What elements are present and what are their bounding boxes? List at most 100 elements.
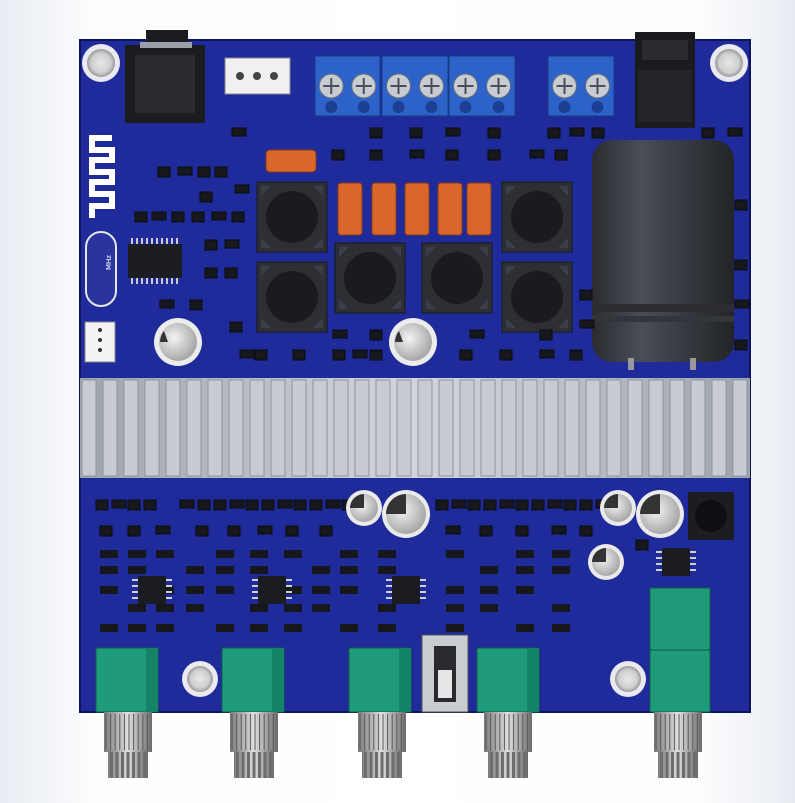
smd-part bbox=[127, 499, 141, 511]
smd-part bbox=[469, 329, 485, 339]
jst-connector bbox=[224, 57, 291, 95]
smd-part bbox=[487, 149, 501, 161]
smd-part bbox=[285, 525, 299, 537]
smd-resistor bbox=[216, 566, 234, 574]
smd-resistor bbox=[552, 604, 570, 612]
heatsink-fin bbox=[648, 379, 664, 477]
smd-part bbox=[445, 525, 461, 535]
smd-part bbox=[579, 525, 593, 537]
knob-shaft bbox=[654, 712, 702, 752]
film-capacitor bbox=[337, 182, 363, 236]
heatsink-fin bbox=[480, 379, 496, 477]
heatsink-fin bbox=[165, 379, 181, 477]
smd-resistor bbox=[250, 624, 268, 632]
smd-part bbox=[231, 211, 245, 223]
smd-part bbox=[369, 329, 383, 341]
heatsink-fin bbox=[291, 379, 307, 477]
smd-part bbox=[151, 211, 167, 221]
smd-part bbox=[177, 166, 193, 176]
smd-resistor bbox=[552, 550, 570, 558]
smd-part bbox=[579, 319, 595, 329]
smd-part bbox=[467, 499, 481, 511]
film-capacitor-array bbox=[265, 149, 492, 236]
smd-resistor bbox=[552, 566, 570, 574]
heatsink-fin bbox=[627, 379, 643, 477]
smd-part bbox=[331, 149, 345, 161]
heatsink-fin bbox=[669, 379, 685, 477]
smd-part bbox=[369, 127, 383, 139]
smd-part bbox=[239, 349, 255, 359]
film-capacitor bbox=[404, 182, 430, 236]
smd-part bbox=[701, 127, 715, 139]
heatsink-fin bbox=[585, 379, 601, 477]
heatsink-fin bbox=[690, 379, 706, 477]
smd-resistor bbox=[100, 566, 118, 574]
crystal-oscillator: MHz bbox=[85, 231, 117, 307]
smd-part bbox=[319, 525, 333, 537]
smd-resistor bbox=[378, 624, 396, 632]
smd-resistor bbox=[480, 604, 498, 612]
slide-switch[interactable] bbox=[421, 634, 469, 713]
smd-part bbox=[229, 499, 245, 509]
smd-resistor bbox=[446, 550, 464, 558]
smd-part bbox=[499, 349, 513, 361]
smd-part bbox=[352, 349, 368, 359]
heatsink-fin bbox=[396, 379, 412, 477]
smd-part bbox=[254, 349, 268, 361]
smd-part bbox=[515, 499, 529, 511]
smd-resistor bbox=[100, 550, 118, 558]
heatsink-fin bbox=[543, 379, 559, 477]
smd-resistor bbox=[480, 566, 498, 574]
smd-part bbox=[231, 127, 247, 137]
heatsink-fin bbox=[144, 379, 160, 477]
dc-barrel-jack bbox=[635, 32, 695, 128]
mounting-hole-icon bbox=[710, 44, 748, 82]
smd-resistor bbox=[216, 624, 234, 632]
film-capacitor bbox=[437, 182, 463, 236]
smd-part bbox=[95, 499, 109, 511]
smd-components bbox=[95, 127, 750, 632]
heatsink-fin bbox=[102, 379, 118, 477]
smd-part bbox=[204, 239, 218, 251]
smd-part bbox=[499, 499, 515, 509]
knob-shaft bbox=[230, 712, 278, 752]
smd-resistor bbox=[480, 586, 498, 594]
smd-part bbox=[483, 499, 497, 511]
heatsink-fin bbox=[249, 379, 265, 477]
smd-part bbox=[127, 525, 141, 537]
smd-part bbox=[479, 525, 493, 537]
inductor-array bbox=[256, 181, 573, 333]
smd-resistor bbox=[284, 550, 302, 558]
crystal-label: MHz bbox=[105, 255, 113, 270]
mounting-hole-icon bbox=[182, 661, 218, 697]
mounting-hole-icon bbox=[82, 44, 120, 82]
lower-capacitors bbox=[346, 490, 734, 580]
smd-resistor bbox=[284, 586, 302, 594]
heatsink-fin bbox=[606, 379, 622, 477]
smd-resistor bbox=[128, 624, 146, 632]
smd-resistor bbox=[516, 550, 534, 558]
smd-part bbox=[409, 149, 425, 159]
smd-part bbox=[199, 191, 213, 203]
smd-resistor bbox=[156, 550, 174, 558]
smd-part bbox=[531, 499, 545, 511]
smd-part bbox=[332, 329, 348, 339]
smd-part bbox=[191, 211, 205, 223]
heatsink-fin bbox=[333, 379, 349, 477]
smd-part bbox=[569, 127, 585, 137]
smd-resistor bbox=[186, 566, 204, 574]
smd-part bbox=[332, 349, 346, 361]
bluetooth-ic bbox=[128, 238, 182, 284]
smd-resistor bbox=[216, 550, 234, 558]
heatsink-fin bbox=[270, 379, 286, 477]
smd-resistor bbox=[378, 550, 396, 558]
smd-part bbox=[435, 499, 449, 511]
smd-part bbox=[554, 149, 568, 161]
smd-part bbox=[369, 349, 383, 361]
smd-resistor bbox=[340, 624, 358, 632]
smd-part bbox=[529, 149, 545, 159]
heatsink-fin bbox=[81, 379, 97, 477]
heatsink-fin bbox=[312, 379, 328, 477]
smd-part bbox=[292, 349, 306, 361]
